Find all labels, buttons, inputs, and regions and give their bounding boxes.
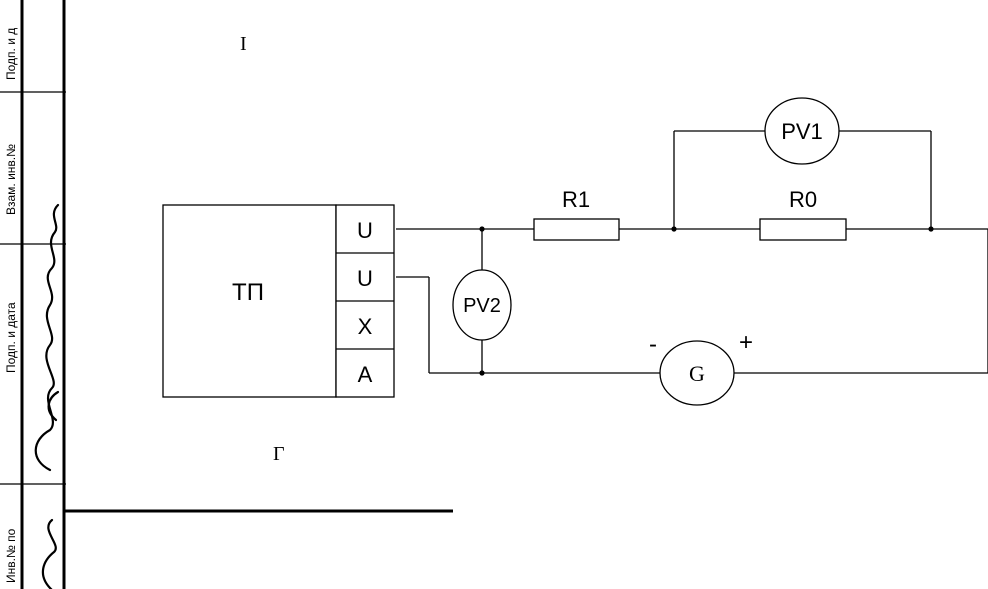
terminal-label-1: U [357, 218, 373, 243]
resistor-r0-label: R0 [789, 187, 817, 212]
terminal-label-3: X [358, 314, 373, 339]
resistor-r1-label: R1 [562, 187, 590, 212]
terminal-label-4: A [358, 362, 373, 387]
terminal-label-2: U [357, 266, 373, 291]
resistor-r0: R0 [759, 187, 847, 241]
stamp-label-replace-inv: Взам. инв.№ [4, 144, 18, 215]
generator-g: G - + [649, 329, 753, 406]
wires [396, 130, 988, 374]
stamp-strip: Подп. и д Взам. инв.№ Подп. и дата Инв.№… [0, 0, 453, 589]
meter-pv2-label: PV2 [463, 295, 501, 317]
handwritten-signature [34, 203, 60, 589]
meter-pv1-label: PV1 [781, 119, 823, 144]
resistor-r1: R1 [533, 187, 620, 241]
generator-minus: - [649, 331, 657, 358]
meter-pv2: PV2 [452, 269, 512, 341]
generator-plus: + [739, 329, 753, 356]
stamp-label-sign-top: Подп. и д [4, 28, 18, 80]
stamp-label-sign-date: Подп. и дата [4, 302, 18, 373]
mark-top: I [240, 33, 247, 55]
junction-dots [479, 226, 934, 376]
tp-block: ТП [162, 204, 337, 398]
generator-label: G [689, 361, 705, 386]
terminal-strip: U U X A [335, 204, 395, 398]
mark-bottom: Г [273, 443, 285, 465]
stamp-label-inv-orig: Инв.№ по [4, 528, 18, 583]
meter-pv1: PV1 [764, 97, 840, 165]
tp-block-label: ТП [232, 279, 264, 306]
